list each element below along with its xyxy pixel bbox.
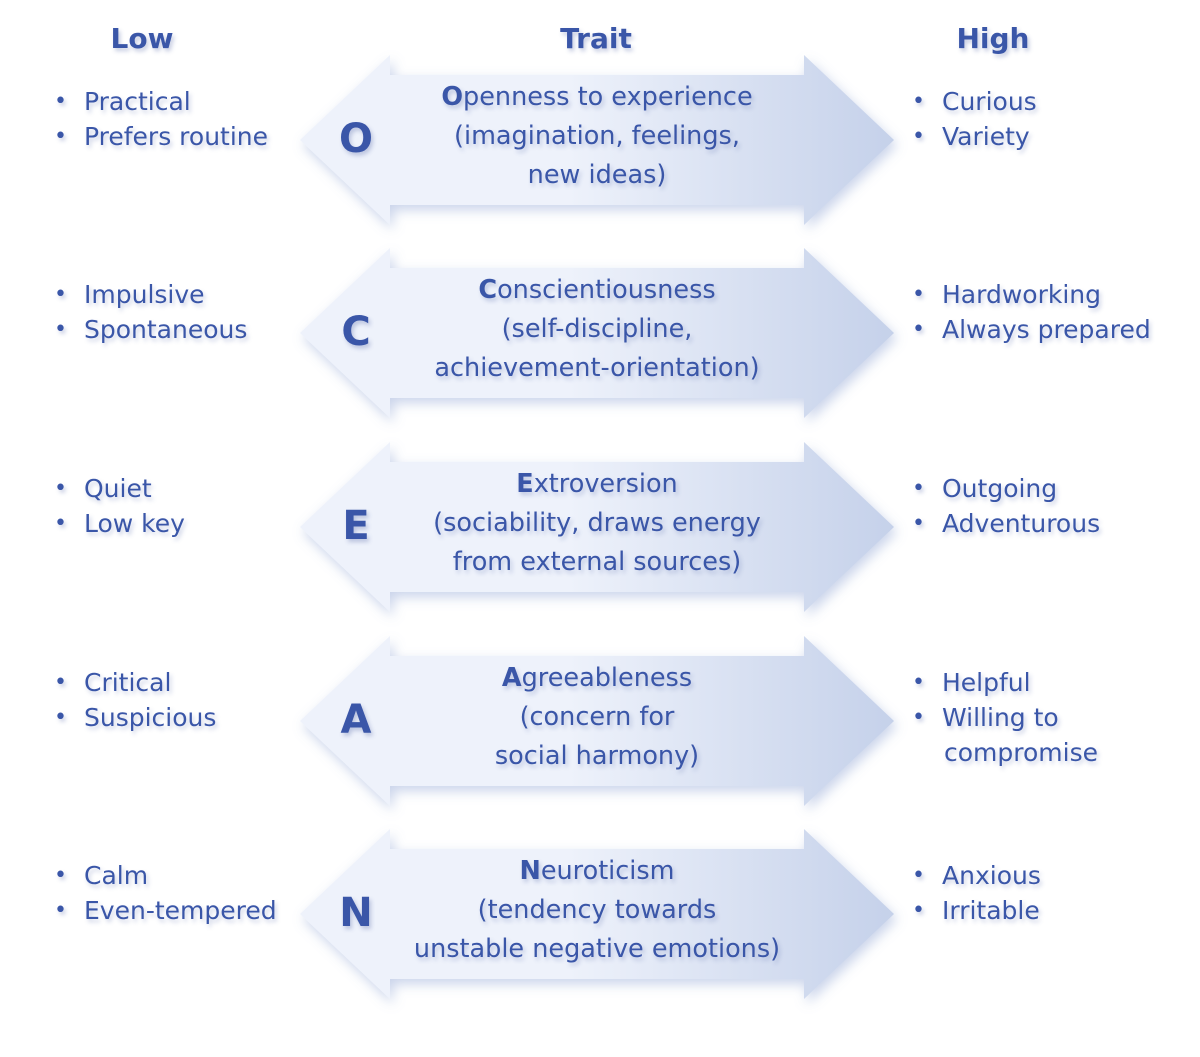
trait-detail-line: (imagination, feelings, (454, 121, 740, 151)
trait-description-c: Conscientiousness (self-discipline, achiev… (390, 271, 804, 388)
trait-initial: A (501, 663, 522, 693)
high-descriptors-c: HardworkingAlways prepared (912, 277, 1151, 347)
trait-name-rest: penness to experience (463, 82, 753, 112)
trait-name: Openness to experience (390, 78, 804, 117)
trait-name-rest: onscientiousness (497, 275, 716, 305)
list-item: Quiet (54, 471, 185, 506)
trait-initial: N (519, 856, 541, 886)
list-item: Adventurous (912, 506, 1100, 541)
high-descriptors-e: OutgoingAdventurous (912, 471, 1100, 541)
list-item: Calm (54, 858, 277, 893)
trait-detail-line: (self-discipline, (501, 314, 693, 344)
trait-description-e: Extroversion (sociability, draws energy fr… (390, 465, 804, 582)
trait-initial: E (516, 469, 534, 499)
trait-letter-a: A (340, 697, 372, 743)
double-arrow-n (300, 829, 894, 999)
double-arrow-c (300, 248, 894, 418)
list-item: Curious (912, 84, 1037, 119)
low-descriptors-o: PracticalPrefers routine (54, 84, 268, 154)
column-header-trait: Trait (560, 22, 632, 55)
double-arrow-o (300, 55, 894, 225)
list-item: Even-tempered (54, 893, 277, 928)
trait-detail-line: (tendency towards (477, 895, 717, 925)
trait-description-o: Openness to experience (imagination, feel… (390, 78, 804, 195)
double-arrow-a (300, 636, 894, 806)
trait-name: Neuroticism (390, 852, 804, 891)
trait-letter-c: C (341, 309, 371, 355)
trait-name-rest: xtroversion (533, 469, 678, 499)
list-item: Always prepared (912, 312, 1151, 347)
trait-name-rest: euroticism (540, 856, 675, 886)
list-item: Willing to (912, 700, 1098, 735)
list-item: Prefers routine (54, 119, 268, 154)
low-descriptors-c: ImpulsiveSpontaneous (54, 277, 247, 347)
trait-name-rest: greeableness (521, 663, 693, 693)
trait-name: Agreeableness (390, 659, 804, 698)
list-item: compromise (944, 738, 1098, 767)
trait-name: Conscientiousness (390, 271, 804, 310)
list-item: Spontaneous (54, 312, 247, 347)
high-descriptors-a: HelpfulWilling to compromise (912, 665, 1098, 770)
trait-letter-e: E (342, 503, 370, 549)
high-descriptors-o: CuriousVariety (912, 84, 1037, 154)
list-item: Hardworking (912, 277, 1151, 312)
high-descriptors-n: AnxiousIrritable (912, 858, 1041, 928)
list-item: Impulsive (54, 277, 247, 312)
low-descriptors-a: CriticalSuspicious (54, 665, 216, 735)
column-header-high: High (956, 22, 1030, 55)
trait-letter-n: N (339, 890, 373, 936)
column-header-low: Low (110, 22, 174, 55)
list-item: Anxious (912, 858, 1041, 893)
list-item: Suspicious (54, 700, 216, 735)
trait-letter-o: O (338, 116, 373, 162)
trait-initial: C (478, 275, 498, 305)
trait-detail-line: new ideas) (527, 160, 667, 190)
double-arrow-e (300, 442, 894, 612)
list-item: Critical (54, 665, 216, 700)
list-item: Outgoing (912, 471, 1100, 506)
trait-detail-line: social harmony) (494, 741, 700, 771)
trait-detail-line: unstable negative emotions) (413, 934, 781, 964)
low-descriptors-e: QuietLow key (54, 471, 185, 541)
list-item: Irritable (912, 893, 1041, 928)
trait-name: Extroversion (390, 465, 804, 504)
trait-initial: O (441, 82, 464, 112)
list-item: Practical (54, 84, 268, 119)
trait-description-a: Agreeableness (concern for social harmony) (390, 659, 804, 776)
list-item: Low key (54, 506, 185, 541)
trait-detail-line: achievement-orientation) (434, 353, 760, 383)
trait-detail-line: (sociability, draws energy (433, 508, 761, 538)
list-item: Helpful (912, 665, 1098, 700)
low-descriptors-n: CalmEven-tempered (54, 858, 277, 928)
list-item: Variety (912, 119, 1037, 154)
trait-description-n: Neuroticism (tendency towards unstable neg… (390, 852, 804, 969)
trait-detail-line: (concern for (519, 702, 675, 732)
trait-detail-line: from external sources) (452, 547, 742, 577)
